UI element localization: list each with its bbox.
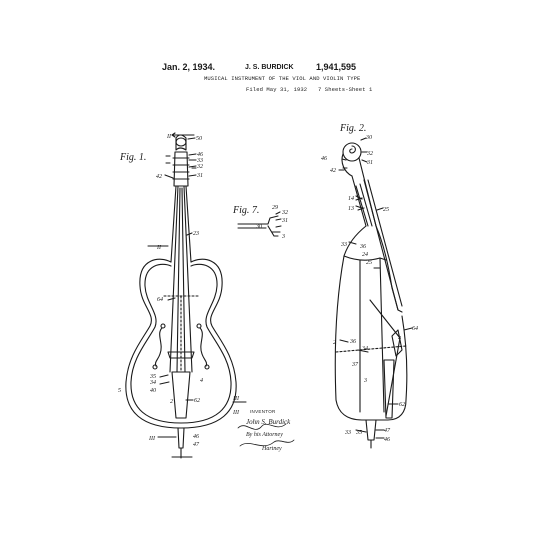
- ref-35: 35: [149, 374, 156, 380]
- ref-30-f2: 30: [365, 135, 372, 141]
- ref-III-left: III: [148, 436, 156, 442]
- ref-47-f2: 47: [384, 427, 391, 434]
- attorney-signature: Hartney: [262, 446, 282, 452]
- ref-34-f2: 34: [361, 345, 368, 352]
- patent-number: 1,941,595: [316, 62, 357, 72]
- ref-34: 34: [149, 379, 156, 386]
- signature-flourish: [237, 423, 287, 430]
- fig-1-reference-numerals: II 50 46 33 32 31 42 23 II 64 35 34 4 5 …: [118, 134, 240, 448]
- fig-7-reference-numerals: 29 32 31 30 3: [255, 205, 288, 240]
- ref-62: 62: [194, 398, 200, 404]
- ref-33-f2: 33: [340, 242, 347, 248]
- inventor-signature: John S. Burdick: [246, 418, 291, 426]
- ref-37: 37: [351, 362, 359, 368]
- ref-32-f2: 32: [366, 151, 373, 157]
- ref-33b-f2: 33: [344, 430, 351, 436]
- ref-46a: 46: [197, 151, 203, 158]
- fig-7-label: Fig. 7.: [233, 205, 260, 216]
- ref-46b: 46: [193, 433, 199, 440]
- ref-29: 29: [272, 205, 278, 211]
- ref-23: 23: [193, 231, 199, 237]
- fig-2-label: Fig. 2.: [340, 123, 367, 134]
- ref-II-top: II: [166, 134, 172, 140]
- fig-2-reference-numerals: 30 46 32 31 42 14 13 25 33 36 24 25 64 2…: [321, 135, 418, 443]
- ref-62-f2: 62: [399, 402, 405, 408]
- ref-5: 5: [118, 388, 121, 394]
- ref-46b-f2: 46: [384, 436, 390, 443]
- ref-2-f2: 2: [333, 340, 336, 346]
- fig-1-label: Fig. 1.: [120, 152, 147, 163]
- attorney-by: By his Attorney: [246, 432, 283, 438]
- ref-33: 33: [196, 158, 203, 164]
- ref-42: 42: [156, 173, 162, 180]
- ref-30-f7: 30: [255, 224, 262, 230]
- ref-II-left: II: [156, 245, 162, 251]
- sheet-count: 7 Sheets-Sheet 1: [318, 86, 373, 93]
- ref-14: 14: [348, 195, 354, 202]
- ref-47: 47: [193, 441, 200, 448]
- ref-3-f2: 3: [363, 378, 367, 384]
- ref-36b: 36: [349, 339, 356, 345]
- ref-III-right: III: [232, 396, 240, 402]
- ref-III-right-2: III: [232, 410, 240, 416]
- ref-36a: 36: [359, 244, 366, 250]
- ref-42-f2: 42: [330, 167, 336, 174]
- ref-64: 64: [157, 296, 163, 303]
- ref-35-f2: 35: [355, 430, 362, 436]
- ref-4: 4: [200, 377, 203, 384]
- fig-2-bass-side-view: [334, 137, 413, 449]
- fig-1-bass-front-view: [125, 132, 247, 459]
- filed-date: Filed May 31, 1932: [246, 86, 308, 93]
- ref-46-f2: 46: [321, 155, 327, 162]
- ref-32: 32: [196, 164, 203, 170]
- fig-7-detail: [237, 211, 282, 237]
- ref-31: 31: [196, 173, 203, 179]
- ref-4-f2: 4: [398, 335, 401, 342]
- ref-40: 40: [150, 387, 156, 394]
- ref-64-f2: 64: [412, 325, 418, 332]
- ref-2: 2: [170, 399, 173, 405]
- ref-13: 13: [348, 206, 354, 212]
- inventor-label: INVENTOR: [250, 409, 276, 414]
- patent-date: Jan. 2, 1934.: [162, 62, 216, 72]
- ref-50: 50: [196, 136, 202, 142]
- ref-32-f7: 32: [281, 210, 288, 216]
- ref-31-f2: 31: [366, 160, 373, 166]
- ref-31-f7: 31: [281, 218, 288, 224]
- ref-25b: 25: [366, 260, 372, 266]
- patent-title: MUSICAL INSTRUMENT OF THE VIOL AND VIOLI…: [204, 75, 361, 82]
- ref-3-f7: 3: [281, 234, 285, 240]
- ref-24: 24: [362, 251, 368, 258]
- ref-25a: 25: [383, 207, 389, 213]
- inventor-name: J. S. BURDICK: [245, 64, 294, 71]
